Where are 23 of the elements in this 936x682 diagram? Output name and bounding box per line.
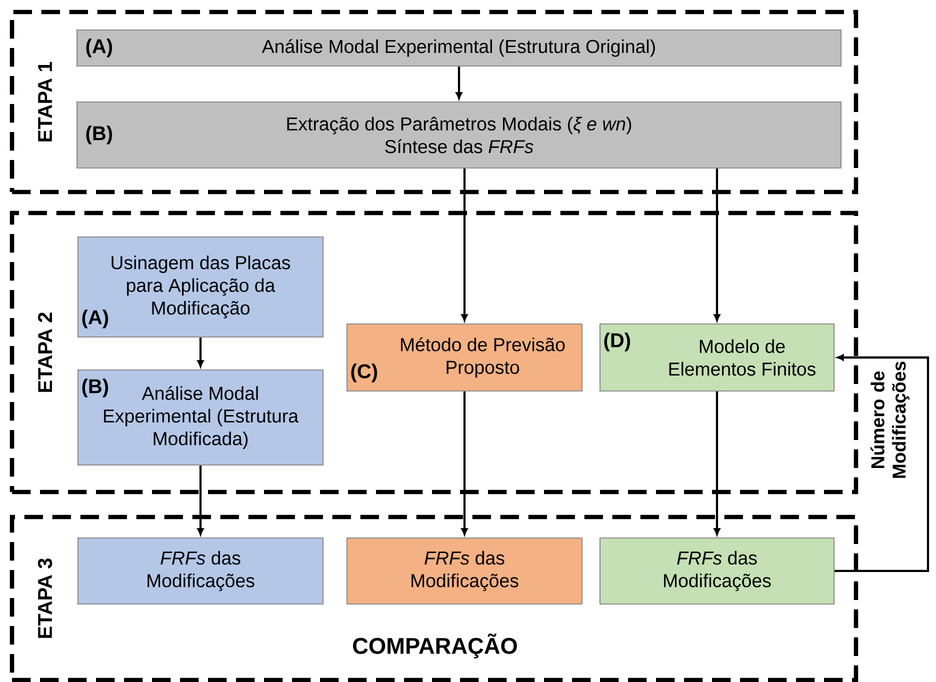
node-label: Síntese das FRFs xyxy=(385,139,534,154)
arrow xyxy=(714,392,720,535)
arrow xyxy=(461,168,468,321)
step-letter: (A) xyxy=(82,310,108,328)
arrow xyxy=(714,168,720,321)
step-letter: (C) xyxy=(351,364,378,382)
edge-label: Número de Modificações xyxy=(870,362,910,478)
arrow xyxy=(461,392,468,535)
arrow xyxy=(197,338,204,367)
node-label: Extração dos Parâmetros Modais (ξ e wn) xyxy=(287,116,632,134)
process-box: FRFs das Modificações xyxy=(599,537,835,605)
feedback-arrow xyxy=(834,354,930,572)
stage-heading: ETAPA 1 xyxy=(38,62,52,142)
stage-heading: ETAPA 3 xyxy=(38,558,52,638)
process-box: FRFs das Modificações xyxy=(77,537,324,605)
arrow xyxy=(197,466,204,535)
step-letter: (B) xyxy=(86,126,112,144)
result-heading: COMPARAÇÃO xyxy=(353,634,517,658)
step-letter: (A) xyxy=(86,38,112,58)
step-letter: (D) xyxy=(604,332,630,352)
arrow xyxy=(456,66,462,99)
stage-heading: ETAPA 2 xyxy=(38,312,52,392)
process-box: FRFs das Modificações xyxy=(346,537,583,605)
